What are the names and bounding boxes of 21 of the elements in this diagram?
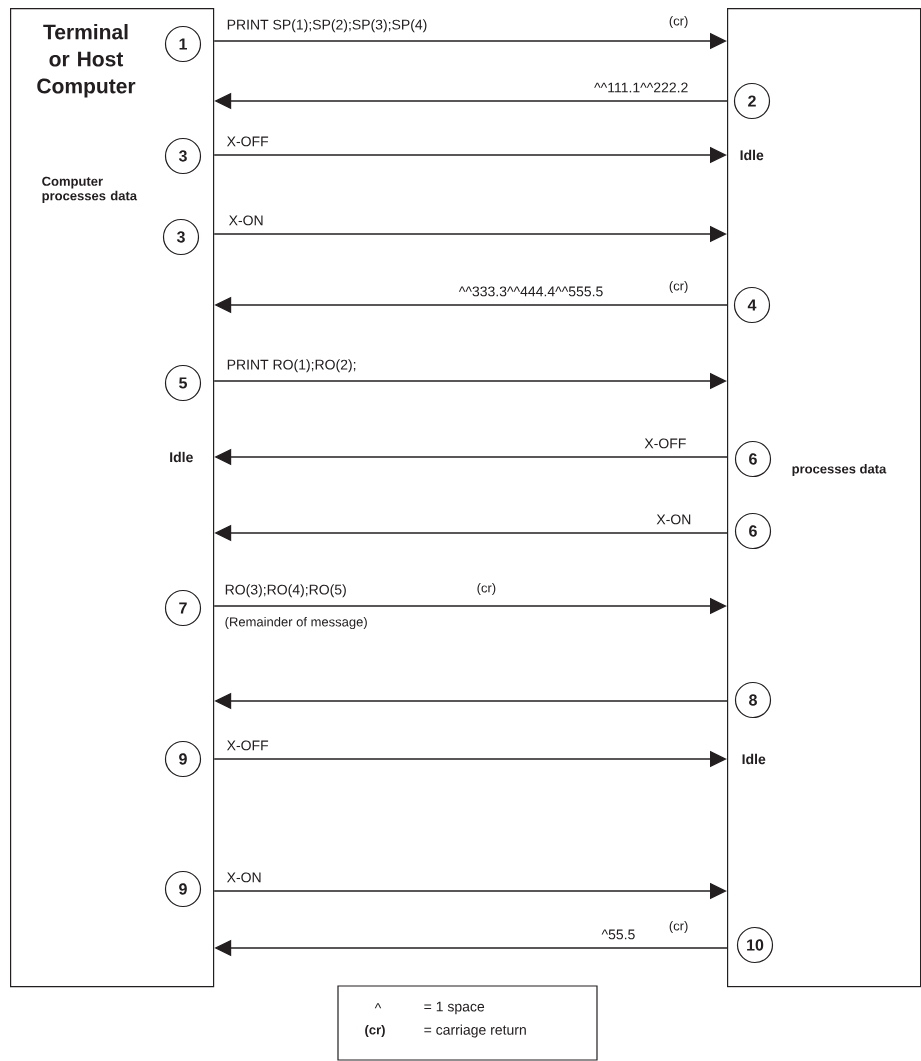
note-text: (cr) bbox=[365, 1024, 385, 1038]
edge-label: PRINT SP(1);SP(2);SP(3);SP(4) bbox=[227, 19, 427, 33]
note-text: ^ bbox=[374, 1003, 382, 1009]
edge-label: PRINT RO(1);RO(2); bbox=[227, 359, 356, 373]
edge-label: X-OFF bbox=[226, 136, 269, 147]
edge-label: X-OFF bbox=[226, 740, 269, 751]
note-text: = 1 space bbox=[424, 1001, 485, 1015]
edge-label: X-ON bbox=[228, 215, 263, 226]
station-box bbox=[727, 8, 921, 988]
edge-label: ^^111.1^^222.2 bbox=[594, 82, 688, 93]
note-text: Computer processes data bbox=[42, 176, 138, 203]
edge-label: RO(3);RO(4);RO(5) bbox=[225, 584, 346, 598]
note-text: processes data bbox=[792, 463, 887, 477]
edge-label: X-ON bbox=[656, 514, 691, 525]
note-text: (cr) bbox=[477, 582, 496, 596]
edge-label: X-OFF bbox=[644, 438, 686, 449]
edge-label: X-ON bbox=[226, 872, 261, 883]
note-text: = carriage return bbox=[424, 1024, 526, 1038]
edge-label: ^^333.3^^444.4^^555.5 bbox=[458, 286, 603, 297]
note-text: (cr) bbox=[669, 15, 688, 29]
edge-label: ^55.5 bbox=[601, 929, 635, 940]
